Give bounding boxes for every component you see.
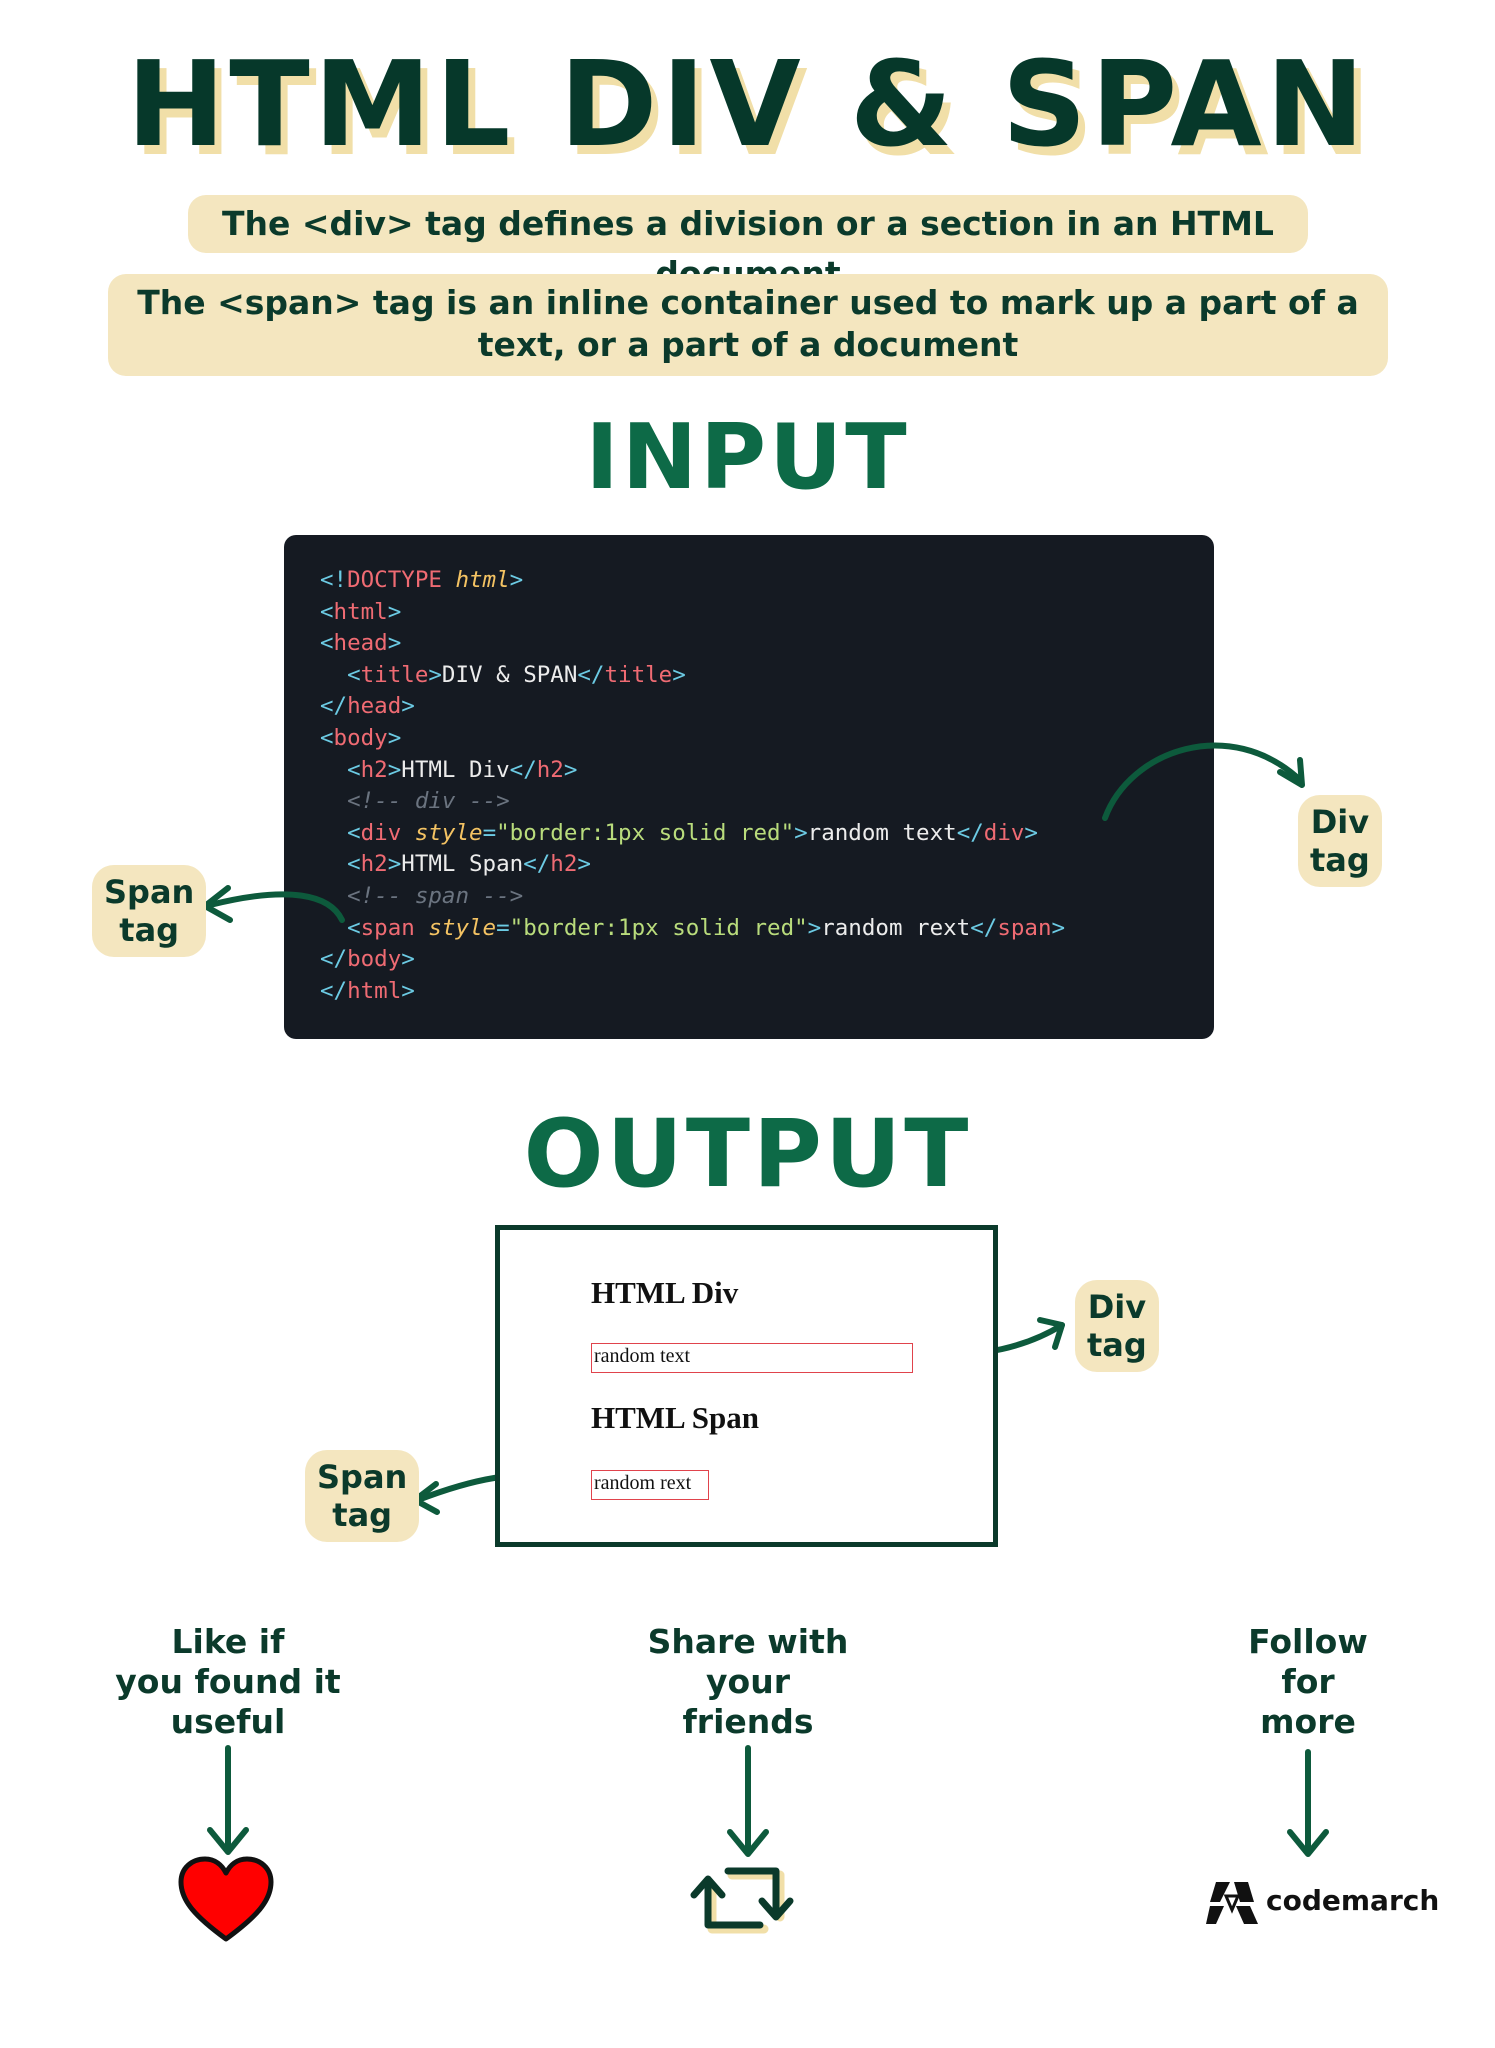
- heart-icon[interactable]: [176, 1855, 276, 1945]
- code-comment-div: <!-- div -->: [347, 788, 510, 815]
- arrow-icon: [207, 1827, 249, 1855]
- label-line: Span: [317, 1458, 408, 1496]
- span-description: The <span> tag is an inline container us…: [108, 274, 1388, 376]
- label-line: Span: [104, 873, 195, 911]
- cta-like: Like if you found it useful: [108, 1622, 348, 1742]
- arrow-icon: [207, 891, 345, 923]
- div-tag-label-output: Div tag: [1075, 1280, 1159, 1372]
- cta-line: you found it: [115, 1662, 341, 1701]
- arrow-icon: [727, 1829, 769, 1857]
- code-token: DOCTYPE: [347, 567, 442, 593]
- arrow-icon: [1287, 1829, 1329, 1857]
- output-h2-div: HTML Div: [591, 1275, 739, 1310]
- label-line: tag: [1087, 1326, 1147, 1364]
- code-attr: style: [428, 914, 497, 941]
- cta-share: Share with your friends: [628, 1622, 868, 1742]
- repost-icon[interactable]: [690, 1855, 806, 1941]
- code-attr-value: "border:1px solid red": [509, 914, 808, 941]
- code-comment-span: <!-- span -->: [347, 882, 524, 909]
- code-h2-div-text: HTML Div: [401, 756, 510, 783]
- cta-line: Like if: [171, 1622, 285, 1661]
- code-editor-panel: <!DOCTYPE html> <html> <head> <title>DIV…: [284, 535, 1214, 1039]
- cta-line: for: [1281, 1662, 1335, 1701]
- code-div-text: random text: [807, 819, 957, 846]
- cta-line: your: [706, 1662, 790, 1701]
- output-preview-window: HTML Div random text HTML Span random re…: [495, 1225, 998, 1547]
- span-tag-label: Span tag: [92, 865, 207, 957]
- code-attr: style: [414, 819, 483, 846]
- cta-line: friends: [682, 1702, 814, 1741]
- cta-line: Share with: [647, 1622, 849, 1661]
- input-heading: INPUT: [585, 405, 910, 510]
- page-title: HTML DIV & SPAN: [126, 35, 1369, 173]
- arrow-icon: [1277, 757, 1305, 788]
- arrow-icon: [1037, 1317, 1065, 1350]
- label-line: tag: [332, 1496, 393, 1534]
- arrow-icon: [1102, 742, 1303, 821]
- cta-follow: Follow for more: [1188, 1622, 1428, 1742]
- codemarch-logo-icon: [1206, 1882, 1258, 1924]
- code-h2-span-text: HTML Span: [401, 851, 524, 878]
- cta-line: Follow: [1248, 1622, 1368, 1661]
- brand-name[interactable]: codemarch: [1266, 1884, 1440, 1917]
- code-block: <!DOCTYPE html> <html> <head> <title>DIV…: [320, 567, 1066, 1004]
- output-h2-span: HTML Span: [591, 1400, 759, 1435]
- code-token: <!: [320, 567, 348, 593]
- label-line: tag: [119, 911, 180, 949]
- code-title-text: DIV & SPAN: [441, 661, 578, 688]
- output-span-box: random rext: [591, 1470, 709, 1500]
- div-tag-label: Div tag: [1298, 795, 1382, 887]
- label-line: tag: [1310, 841, 1370, 879]
- cta-line: useful: [170, 1702, 286, 1741]
- code-token: html: [455, 567, 510, 593]
- output-heading: OUTPUT: [523, 1100, 972, 1209]
- span-tag-label-output: Span tag: [305, 1450, 420, 1542]
- code-span-text: random rext: [821, 914, 971, 941]
- label-line: Div: [1087, 1288, 1147, 1326]
- div-description: The <div> tag defines a division or a se…: [188, 195, 1308, 293]
- output-div-box: random text: [591, 1343, 913, 1373]
- label-line: Div: [1310, 803, 1370, 841]
- code-attr-value: "border:1px solid red": [496, 819, 795, 846]
- cta-line: more: [1260, 1702, 1356, 1741]
